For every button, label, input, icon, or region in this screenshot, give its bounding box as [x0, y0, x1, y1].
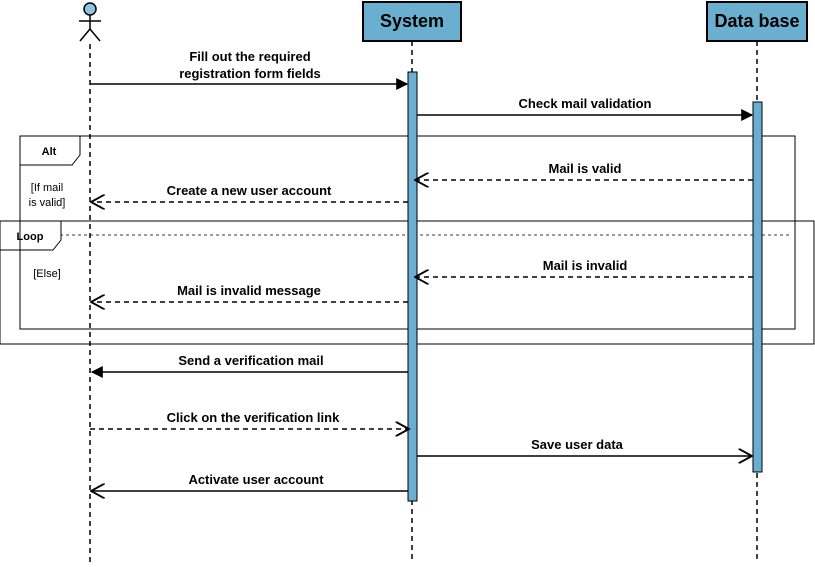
alt-frame-tag [19, 135, 81, 166]
system-participant-box [362, 1, 462, 42]
database-participant: Data base [706, 1, 808, 42]
message-create-user-account: Create a new user account [91, 183, 408, 202]
alt-guard-if-line2: is valid] [29, 197, 66, 209]
message-mail-is-invalid: Mail is invalid [415, 258, 753, 277]
message-mail-invalid-message: Mail is invalid message [91, 283, 408, 302]
database-participant-box [706, 1, 808, 42]
message-send-verification-mail: Send a verification mail [90, 353, 408, 378]
message-fill-registration-form: Fill out the required registration form … [90, 49, 409, 90]
message-label: Mail is valid [549, 161, 622, 176]
database-participant-label: Data base [714, 11, 799, 31]
message-label-line1: Fill out the required [189, 49, 310, 64]
actor-participant [79, 2, 101, 42]
message-activate-user-account: Activate user account [91, 472, 408, 491]
database-activation-bar [752, 101, 763, 473]
system-participant-label: System [380, 11, 444, 31]
message-label: Activate user account [188, 472, 324, 487]
message-check-mail-validation: Check mail validation [417, 96, 754, 121]
message-label: Create a new user account [167, 183, 332, 198]
alt-frame-label: Alt [42, 146, 57, 158]
message-save-user-data: Save user data [417, 437, 752, 456]
loop-frame-label: Loop [17, 231, 44, 243]
system-activation-bar [407, 71, 418, 502]
message-label: Save user data [531, 437, 624, 452]
message-label-line2: registration form fields [179, 66, 321, 81]
loop-frame: Loop [0, 220, 815, 345]
message-mail-is-valid: Mail is valid [415, 161, 753, 180]
message-label: Check mail validation [519, 96, 652, 111]
alt-guard-if-line1: [If mail [31, 182, 63, 194]
stick-figure-icon [79, 2, 101, 42]
message-click-verification-link: Click on the verification link [90, 410, 409, 429]
message-label: Mail is invalid [543, 258, 628, 273]
alt-guard-else: [Else] [33, 268, 61, 280]
message-label: Send a verification mail [178, 353, 323, 368]
message-label: Click on the verification link [167, 410, 340, 425]
message-label: Mail is invalid message [177, 283, 321, 298]
system-participant: System [362, 1, 462, 42]
loop-frame-tag [0, 220, 62, 251]
